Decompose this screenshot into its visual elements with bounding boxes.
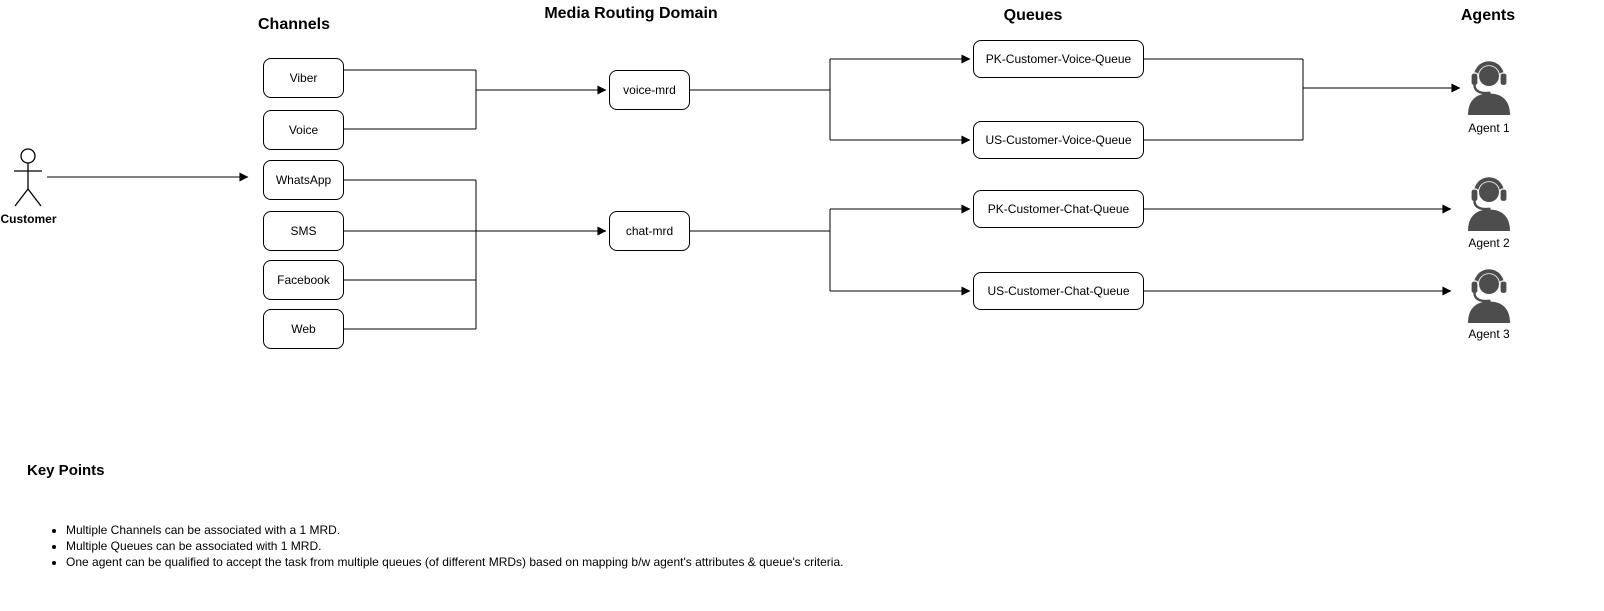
queue-node-pk-customer-chat-queue: PK-Customer-Chat-Queue bbox=[973, 190, 1144, 228]
column-header-agents: Agents bbox=[1460, 7, 1516, 24]
customer-label: Customer bbox=[0, 212, 57, 226]
channel-node-facebook: Facebook bbox=[263, 260, 344, 300]
agent-headset-icon bbox=[1466, 267, 1512, 325]
queue-node-us-customer-voice-queue: US-Customer-Voice-Queue bbox=[973, 121, 1144, 159]
column-header-channels: Channels bbox=[258, 16, 331, 33]
mrd-node-voice-mrd: voice-mrd bbox=[609, 70, 690, 110]
key-point-item: Multiple Channels can be associated with… bbox=[66, 522, 843, 538]
channel-node-voice: Voice bbox=[263, 110, 344, 150]
key-point-item: One agent can be qualified to accept the… bbox=[66, 554, 843, 570]
mrd-node-chat-mrd: chat-mrd bbox=[609, 211, 690, 251]
key-point-item: Multiple Queues can be associated with 1… bbox=[66, 538, 843, 554]
queue-node-pk-customer-voice-queue: PK-Customer-Voice-Queue bbox=[973, 40, 1144, 78]
agent-headset-icon bbox=[1466, 59, 1512, 117]
agent-label: Agent 2 bbox=[1468, 236, 1510, 250]
channel-node-web: Web bbox=[263, 309, 344, 349]
channel-node-sms: SMS bbox=[263, 211, 344, 251]
agent-label: Agent 1 bbox=[1468, 121, 1510, 135]
queue-node-us-customer-chat-queue: US-Customer-Chat-Queue bbox=[973, 272, 1144, 310]
channel-node-viber: Viber bbox=[263, 58, 344, 98]
key-points-list: Multiple Channels can be associated with… bbox=[27, 522, 843, 570]
column-header-media-routing-domain: Media Routing Domain bbox=[544, 5, 718, 22]
stick-figure-icon bbox=[14, 148, 42, 207]
agent-label: Agent 3 bbox=[1468, 327, 1510, 341]
agent-headset-icon bbox=[1466, 175, 1512, 233]
column-header-queues: Queues bbox=[1003, 7, 1063, 24]
channel-node-whatsapp: WhatsApp bbox=[263, 160, 344, 200]
key-points-title: Key Points bbox=[27, 462, 105, 479]
